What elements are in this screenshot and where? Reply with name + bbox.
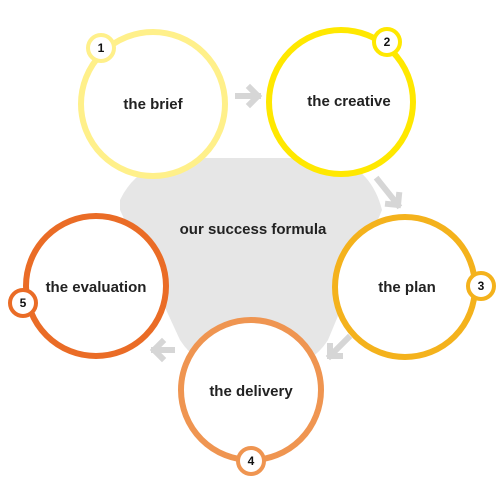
step-number: 5 bbox=[20, 296, 27, 310]
step-badge bbox=[8, 288, 38, 318]
step-creative: the creative 2 bbox=[266, 27, 416, 177]
arrow-creative-to-plan bbox=[373, 175, 403, 210]
step-ring bbox=[23, 213, 169, 359]
step-badge bbox=[86, 33, 116, 63]
step-ring bbox=[78, 29, 228, 179]
step-ring bbox=[266, 27, 416, 177]
step-badge bbox=[236, 446, 266, 476]
step-number: 3 bbox=[478, 279, 485, 293]
step-label: the plan bbox=[378, 279, 436, 296]
arrow-brief-to-creative bbox=[235, 83, 263, 109]
arrow-plan-to-delivery bbox=[325, 333, 353, 361]
step-number: 4 bbox=[248, 454, 255, 468]
step-label: the evaluation bbox=[46, 279, 147, 296]
step-badge bbox=[466, 271, 496, 301]
arrow-delivery-to-evaluation bbox=[149, 337, 175, 363]
step-badge bbox=[372, 27, 402, 57]
step-evaluation: the evaluation 5 bbox=[8, 213, 169, 359]
step-number: 1 bbox=[98, 41, 105, 55]
center-hub bbox=[120, 158, 382, 365]
step-brief: the brief 1 bbox=[78, 29, 228, 179]
step-plan: the plan 3 bbox=[332, 214, 496, 360]
center-label: our success formula bbox=[180, 221, 327, 238]
step-label: the brief bbox=[123, 96, 183, 113]
step-delivery: the delivery 4 bbox=[178, 317, 324, 476]
step-number: 2 bbox=[384, 35, 391, 49]
step-label: the creative bbox=[307, 93, 390, 110]
step-label: the delivery bbox=[209, 383, 293, 400]
